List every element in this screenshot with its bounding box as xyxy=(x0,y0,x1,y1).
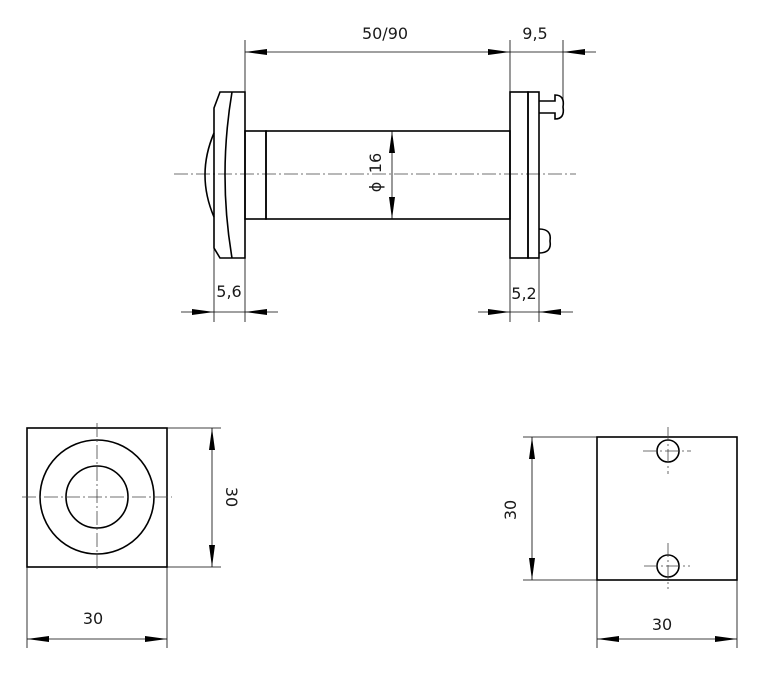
screw-offset-label: 9,5 xyxy=(522,24,547,43)
front-flange-curve xyxy=(224,91,233,259)
screw-bottom xyxy=(538,228,552,254)
front-flange-label: 5,6 xyxy=(216,282,241,301)
side-view: 50/90 9,5 5,6 5,2 ϕ 16 xyxy=(174,24,596,322)
rear-flange-label: 5,2 xyxy=(511,284,536,303)
lens xyxy=(204,132,215,218)
length-label: 50/90 xyxy=(362,24,408,43)
front-flange xyxy=(213,91,246,259)
tube xyxy=(265,130,511,220)
tube-step xyxy=(244,130,267,220)
rear-width-label: 30 xyxy=(652,615,672,634)
rear-plate xyxy=(527,91,540,259)
diameter-label: 16 xyxy=(366,153,385,173)
diameter-symbol: ϕ xyxy=(366,182,385,193)
front-height-label: 30 xyxy=(222,487,241,507)
rear-height-label: 30 xyxy=(501,500,520,520)
front-width-label: 30 xyxy=(83,609,103,628)
screw-top xyxy=(539,94,565,120)
front-view: 30 30 xyxy=(22,423,241,648)
rear-view: 30 30 xyxy=(501,427,738,648)
rear-flange xyxy=(509,91,529,259)
rear-plate-face xyxy=(596,436,738,581)
